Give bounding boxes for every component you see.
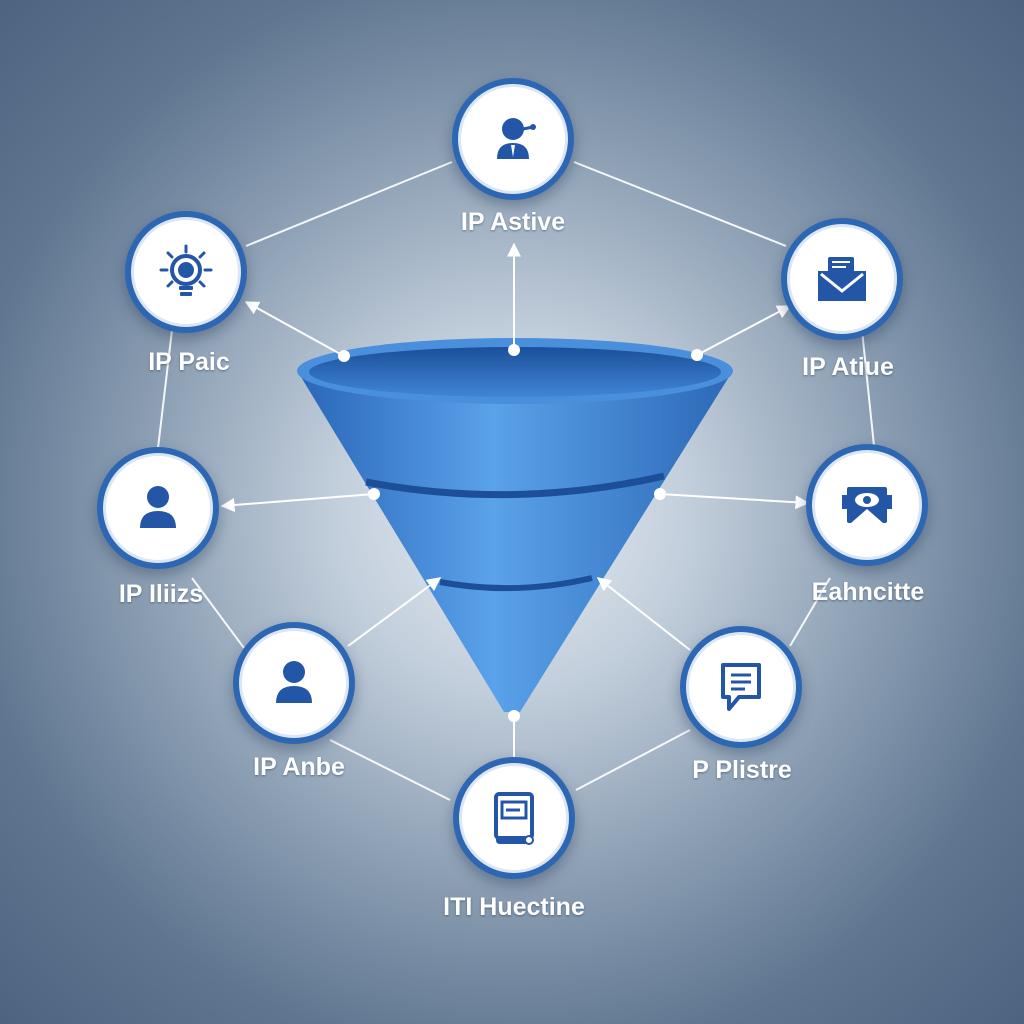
connector-top-upper-right <box>573 161 787 247</box>
connector-lower-right-bottom <box>575 729 691 791</box>
node-lower-left <box>233 622 355 744</box>
book-icon <box>483 787 545 849</box>
connector-upper-right-middle-right <box>861 329 875 447</box>
connector-middle-right-lower-right <box>789 577 831 647</box>
funnel <box>297 338 733 712</box>
eye-icon <box>836 474 898 536</box>
dot-rim-right <box>691 349 703 361</box>
node-label-middle-right: Eahncitte <box>811 578 925 606</box>
connector-lower-left-bottom <box>329 739 451 801</box>
node-top <box>452 78 574 200</box>
arrow-to-middle-right <box>659 493 810 510</box>
node-label-top: IP Astive <box>460 208 566 236</box>
connector-upper-left-middle-left <box>157 329 173 449</box>
connector-top-upper-left <box>245 161 453 247</box>
arrow-to-upper-right <box>696 305 792 356</box>
node-upper-right <box>781 218 903 340</box>
node-label-lower-right: P Plistre <box>692 756 792 784</box>
node-label-lower-left: IP Anbe <box>253 753 345 781</box>
person-icon <box>263 652 325 714</box>
arrow-to-middle-left <box>220 493 375 512</box>
node-upper-left <box>125 211 247 333</box>
node-middle-left <box>97 447 219 569</box>
junction-dots <box>338 344 703 722</box>
dot-rim-center <box>508 344 520 356</box>
dot-band-right <box>654 488 666 500</box>
envelope-icon <box>811 248 873 310</box>
connector-middle-left-lower-left <box>191 577 245 649</box>
dot-rim-left <box>338 350 350 362</box>
person-with-headset-icon <box>482 108 544 170</box>
funnel-body <box>298 372 732 712</box>
arrow-to-upper-left <box>244 301 345 357</box>
node-label-bottom: ITI Huectine <box>443 893 585 921</box>
funnel-band-line-2 <box>439 575 593 592</box>
node-label-upper-left: IP Paic <box>148 348 230 376</box>
node-label-upper-right: IP Atiue <box>802 353 894 381</box>
node-bottom <box>453 757 575 879</box>
person-icon <box>127 477 189 539</box>
dot-band-left <box>368 488 380 500</box>
funnel-mouth <box>309 347 721 397</box>
node-lower-right <box>680 626 802 748</box>
lightbulb-icon <box>155 241 217 303</box>
speech-bubble-icon <box>710 656 772 718</box>
funnel-band-line-1 <box>365 472 665 499</box>
node-middle-right <box>806 444 928 566</box>
funnel-arrows <box>220 242 810 760</box>
arrow-from-lower-left <box>347 577 442 647</box>
node-label-middle-left: IP Iliizs <box>118 580 204 608</box>
dot-funnel-tip <box>508 710 520 722</box>
arrow-from-lower-right <box>596 577 691 651</box>
ring-connectors <box>157 161 875 801</box>
